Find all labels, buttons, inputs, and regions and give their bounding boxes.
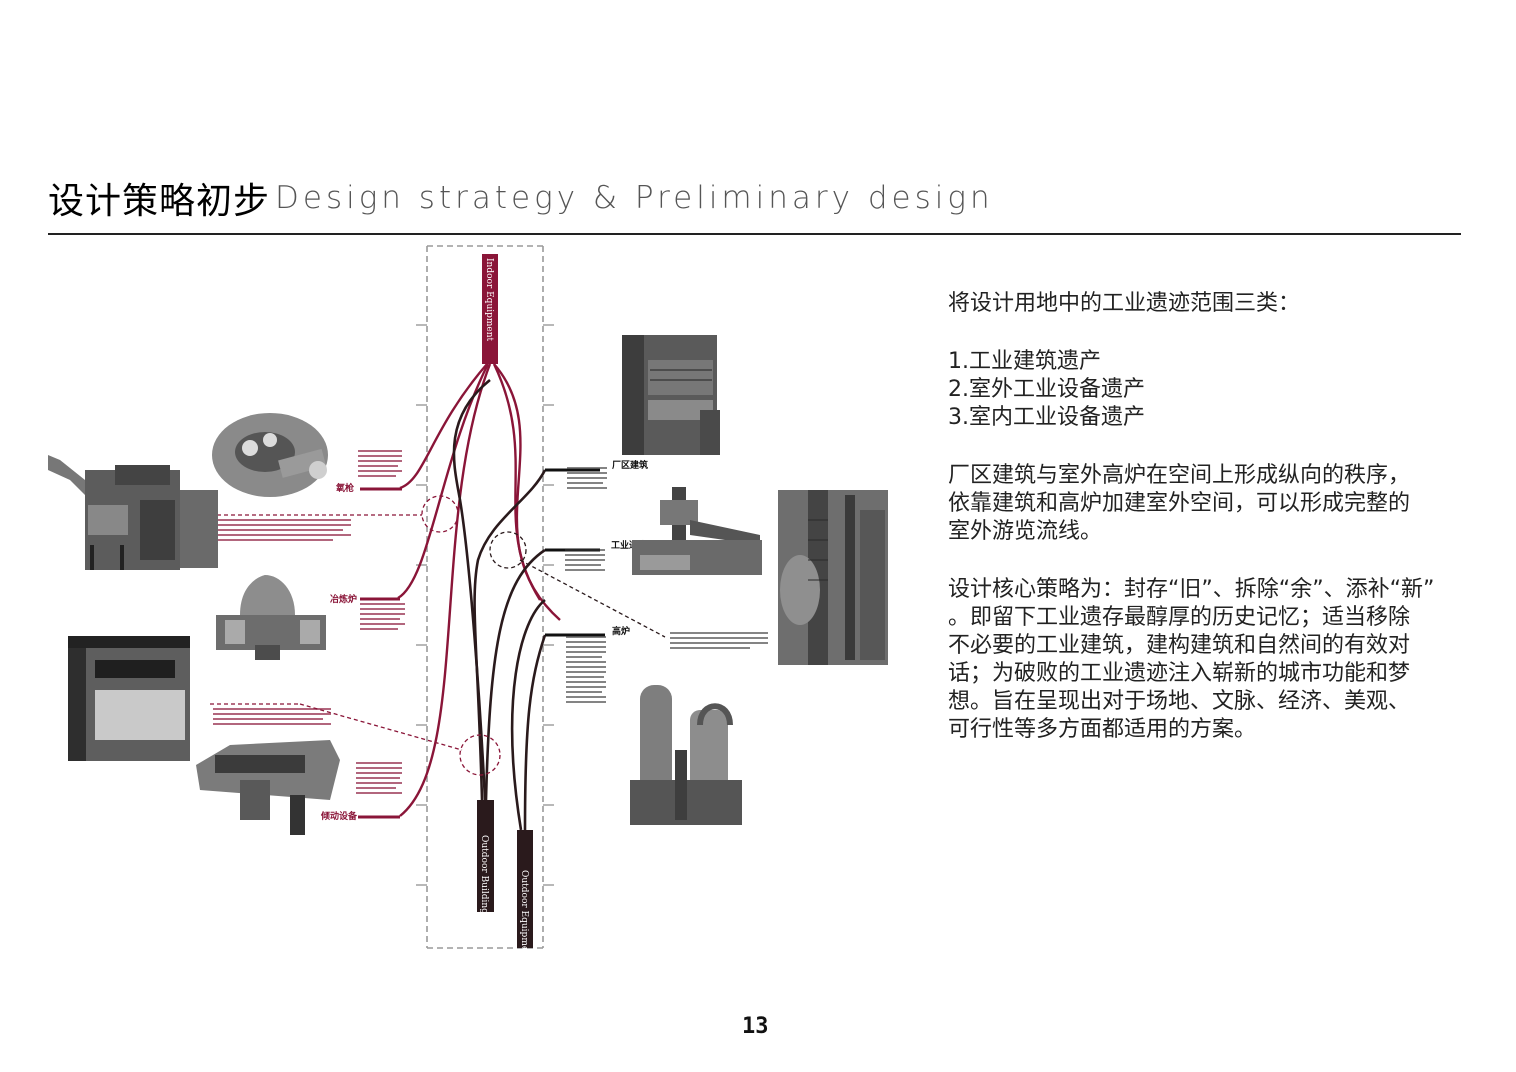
- photo-industrial-corridor: [632, 487, 762, 575]
- label-smelting-furnace: 冶炼炉: [330, 593, 357, 605]
- title-underline: [48, 233, 1461, 235]
- paragraph-2-line: 。即留下工业遗存最醇厚的历史记忆；适当移除: [948, 605, 1411, 630]
- page-title-en: Design strategy & Preliminary design: [275, 180, 994, 216]
- paragraph-2-line: 话；为破败的工业遗迹注入崭新的城市功能和梦: [948, 661, 1411, 686]
- paragraph-1-line: 室外游览流线。: [948, 519, 1103, 544]
- photo-factory-building: [622, 335, 720, 455]
- paragraph-2-line: 不必要的工业建筑，建构建筑和自然间的有效对: [948, 633, 1411, 658]
- label-blast-furnace: 高炉: [612, 625, 630, 637]
- intro-text: 将设计用地中的工业遗迹范围三类：: [948, 291, 1301, 316]
- page-number: 13: [742, 1014, 769, 1039]
- list-item: 1.工业建筑遗产: [948, 349, 1101, 374]
- crimson-flows: [397, 363, 561, 817]
- photo-smelting-furnace: [216, 575, 326, 660]
- page-title-zh: 设计策略初步: [48, 181, 271, 222]
- dark-flows: [452, 378, 547, 831]
- photo-blast-furnace-plant: [630, 685, 742, 825]
- paragraph-2-line: 可行性等多方面都适用的方案。: [948, 717, 1257, 742]
- list-item: 2.室外工业设备遗产: [948, 377, 1145, 402]
- photo-tilting-equipment: [196, 740, 340, 835]
- spine-bottom-left-bar: [477, 800, 494, 912]
- photo-oxygen-lance: [212, 413, 328, 497]
- spine-label-outdoor-equipment: Outdoor Equipment: [519, 870, 529, 961]
- spine-label-indoor-equipment: Indoor Equipment: [484, 258, 494, 342]
- list-item: 3.室内工业设备遗产: [948, 405, 1145, 430]
- spine-label-outdoor-building: Outdoor Building: [479, 835, 489, 914]
- paragraph-2-line: 设计核心策略为：封存“旧”、拆除“余”、添补“新”: [948, 577, 1435, 602]
- label-tilting-equipment: 倾动设备: [320, 810, 358, 822]
- frame-ticks: [416, 324, 554, 886]
- desc-blocks: [213, 450, 768, 794]
- description-panel: 将设计用地中的工业遗迹范围三类： 1.工业建筑遗产 2.室外工业设备遗产 3.室…: [948, 290, 1468, 744]
- paragraph-1-line: 厂区建筑与室外高炉在空间上形成纵向的秩序，: [948, 463, 1411, 488]
- paragraph-1-line: 依靠建筑和高炉加建室外空间，可以形成完整的: [948, 491, 1411, 516]
- spine-top-bar: [482, 254, 498, 364]
- photo-blast-furnace-tall: [778, 490, 888, 665]
- dashed-highlights: [210, 495, 666, 776]
- label-oxygen-lance: 氧枪: [335, 482, 355, 494]
- dashed-frame: [426, 245, 544, 949]
- label-factory-building: 厂区建筑: [612, 459, 648, 471]
- photo-factory-left: [48, 455, 218, 570]
- paragraph-2-line: 想。旨在呈现出对于场地、文脉、经济、美观、: [948, 689, 1411, 714]
- spine-bottom-right-bar: [517, 830, 533, 948]
- photo-interior-hall: [68, 636, 190, 761]
